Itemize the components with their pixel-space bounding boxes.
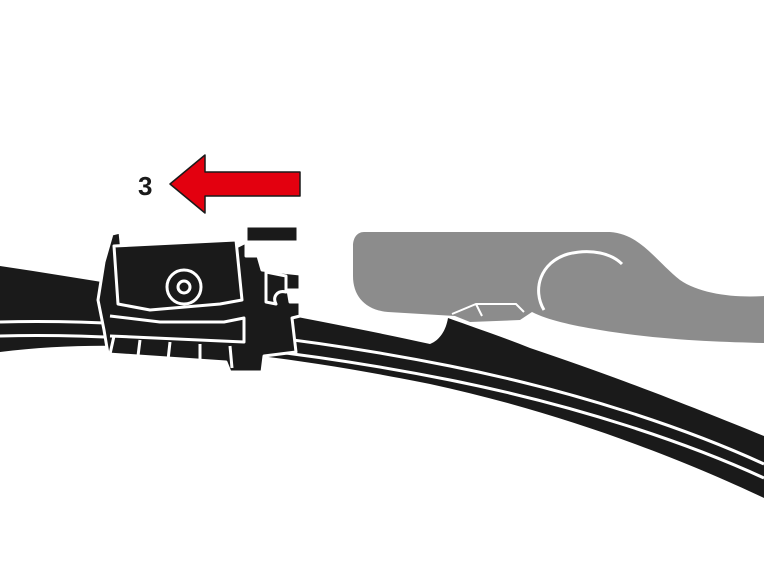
arrow-left-icon (169, 154, 301, 214)
step-indicator: 3 (138, 154, 301, 214)
adapter-lower-frame (109, 314, 246, 344)
adapter-notch (264, 270, 288, 306)
blade-adapter (96, 224, 302, 374)
adapter-pivot-inner (176, 279, 192, 295)
wiper-arm-body (353, 232, 764, 343)
wiper-arm-latch (451, 303, 525, 317)
wiper-arm (353, 232, 764, 343)
step-number: 3 (138, 171, 152, 201)
wiper-arm-hook-curve (537, 250, 624, 311)
adapter-top-tab (244, 224, 300, 244)
adapter-rail-teeth (108, 335, 234, 369)
